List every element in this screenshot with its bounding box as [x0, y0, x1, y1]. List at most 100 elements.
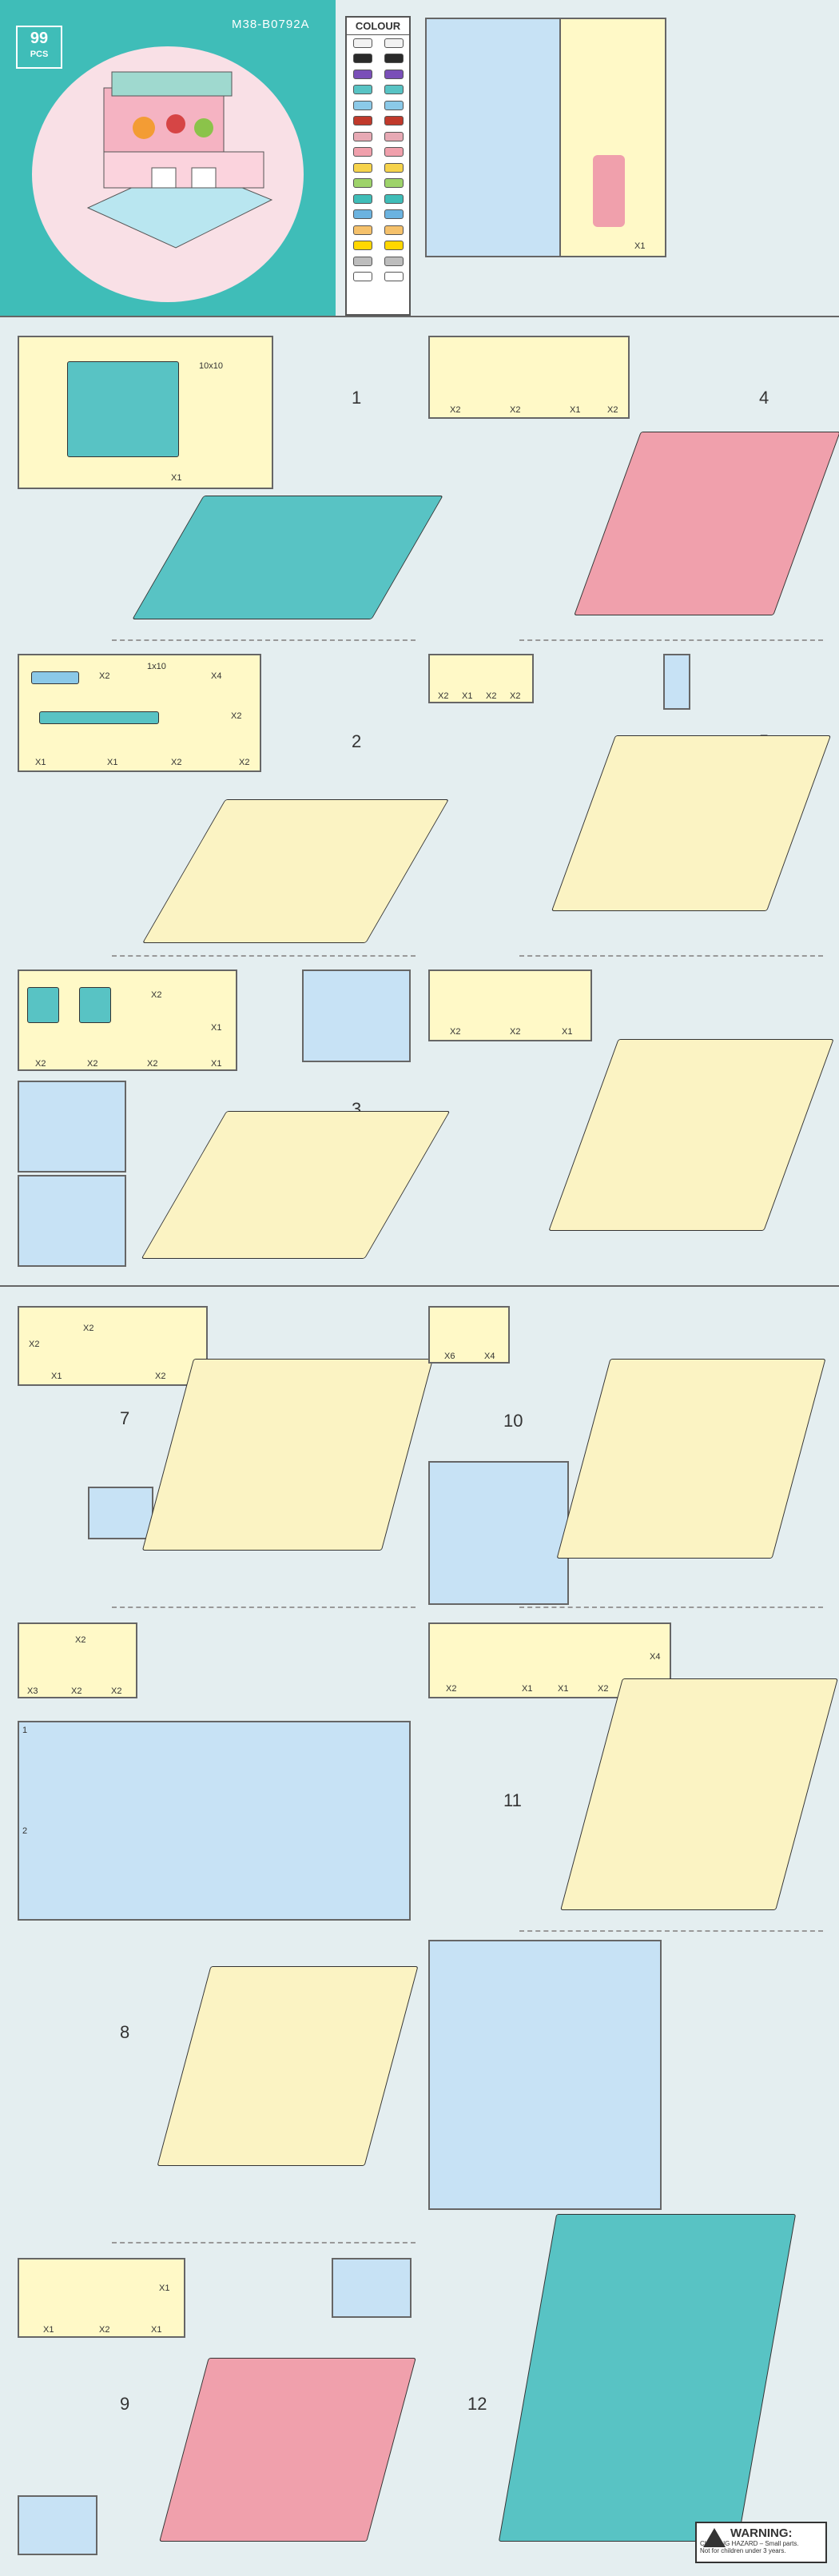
step8-qty-c: X2	[71, 1686, 82, 1696]
colour-swatch	[384, 272, 404, 282]
step4-qty-c: X1	[570, 405, 581, 415]
colour-row	[347, 113, 409, 129]
colour-swatch	[384, 38, 404, 48]
step-divider	[519, 955, 823, 957]
step-number: 4	[759, 388, 769, 408]
colour-chart: COLOUR	[345, 16, 411, 316]
step7-qty-c: X1	[51, 1372, 62, 1381]
colour-swatch	[352, 54, 372, 64]
step11-qty-a: X2	[446, 1684, 457, 1694]
colour-swatch	[352, 272, 372, 282]
step10-qty-b: X4	[484, 1352, 495, 1361]
step2-qty-b: X4	[211, 671, 222, 681]
step1-build	[132, 496, 443, 619]
step-divider	[112, 639, 416, 641]
step4-build	[574, 432, 839, 615]
step9-qty-d: X1	[151, 2325, 162, 2335]
colour-swatch	[352, 147, 372, 157]
step2-qty-g: X2	[239, 758, 250, 767]
step7-qty-d: X2	[155, 1372, 166, 1381]
step3-qty-f: X1	[211, 1059, 222, 1069]
step5-qty-d: X2	[510, 691, 521, 701]
step3-qty-b: X2	[87, 1059, 98, 1069]
step-number: 1	[352, 388, 362, 408]
model-code: M38-B0792A	[232, 18, 310, 31]
colour-swatch	[352, 225, 372, 235]
step6-qty-a: X2	[450, 1027, 461, 1037]
step3-sub-b	[18, 1175, 126, 1267]
colour-swatch	[384, 256, 404, 266]
step-divider	[112, 1607, 416, 1608]
colour-row	[347, 176, 409, 192]
colour-swatch	[384, 225, 404, 235]
colour-swatch	[384, 162, 404, 173]
colour-swatch	[352, 209, 372, 220]
step3-callout	[302, 969, 411, 1062]
colour-row	[347, 82, 409, 98]
step8-sub-2: 2	[22, 1826, 28, 1836]
colour-row	[347, 145, 409, 161]
colour-swatch	[352, 100, 372, 110]
step1-qty: X1	[171, 473, 182, 483]
step7-callout	[88, 1487, 153, 1539]
step-divider	[112, 955, 416, 957]
step9-build	[159, 2358, 416, 2542]
step9-callout	[332, 2258, 412, 2318]
step5-qty-c: X2	[486, 691, 497, 701]
step6-qty-c: X1	[562, 1027, 573, 1037]
step5-callout	[663, 654, 690, 710]
warning-icon	[703, 2528, 726, 2547]
pieces-count: 99	[30, 30, 49, 47]
step8-qty-b: X3	[27, 1686, 38, 1696]
step9-qty-a: X1	[159, 2283, 170, 2293]
step7-qty-b: X2	[83, 1324, 94, 1333]
colour-row	[347, 51, 409, 67]
step9-qty-b: X1	[43, 2325, 54, 2335]
container-brick	[79, 987, 111, 1023]
colour-row	[347, 66, 409, 82]
brick-1x10	[39, 711, 159, 724]
step9-parts: X1 X1 X2 X1	[18, 2258, 185, 2338]
step5-build	[551, 735, 832, 911]
step3-build	[141, 1111, 451, 1259]
colour-row	[347, 160, 409, 176]
container-brick	[27, 987, 59, 1023]
step10-callout	[428, 1461, 569, 1605]
step8-qty-d: X2	[111, 1686, 122, 1696]
colour-swatches	[347, 35, 409, 285]
colour-swatch	[352, 162, 372, 173]
step6-parts: X2 X2 X1	[428, 969, 592, 1041]
colour-row	[347, 191, 409, 207]
step9-sub	[18, 2495, 97, 2555]
step5-parts: X2 X1 X2 X2	[428, 654, 534, 703]
colour-swatch	[352, 116, 372, 126]
warning-line2: Not for children under 3 years.	[700, 2547, 786, 2554]
colour-swatch	[352, 38, 372, 48]
step6-qty-b: X2	[510, 1027, 521, 1037]
colour-swatch	[352, 256, 372, 266]
section-line	[0, 1285, 839, 1287]
step4-parts: X2 X2 X1 X2	[428, 336, 630, 419]
step-divider	[112, 2242, 416, 2244]
step1-parts: 10x10 X1	[18, 336, 273, 489]
step3-parts: X2 X2 X2 X2 X1 X1	[18, 969, 237, 1071]
step3-qty-d: X2	[151, 990, 162, 1000]
colour-swatch	[384, 100, 404, 110]
plate-piece	[31, 671, 79, 684]
colour-swatch	[384, 54, 404, 64]
minifig-parts-panel	[425, 18, 561, 257]
colour-row	[347, 269, 409, 285]
pieces-badge: 99 PCS	[16, 26, 62, 69]
minifig-panel: X1	[559, 18, 666, 257]
step5-qty-b: X1	[462, 691, 473, 701]
colour-row	[347, 35, 409, 51]
colour-swatch	[352, 131, 372, 141]
colour-swatch	[384, 178, 404, 189]
colour-swatch	[352, 193, 372, 204]
colour-swatch	[384, 116, 404, 126]
step8-parts: X2 X3 X2 X2	[18, 1622, 137, 1698]
step-divider	[519, 639, 823, 641]
step3-qty-e: X1	[211, 1023, 222, 1033]
step-number: 9	[120, 2394, 130, 2414]
step10-qty-a: X6	[444, 1352, 455, 1361]
